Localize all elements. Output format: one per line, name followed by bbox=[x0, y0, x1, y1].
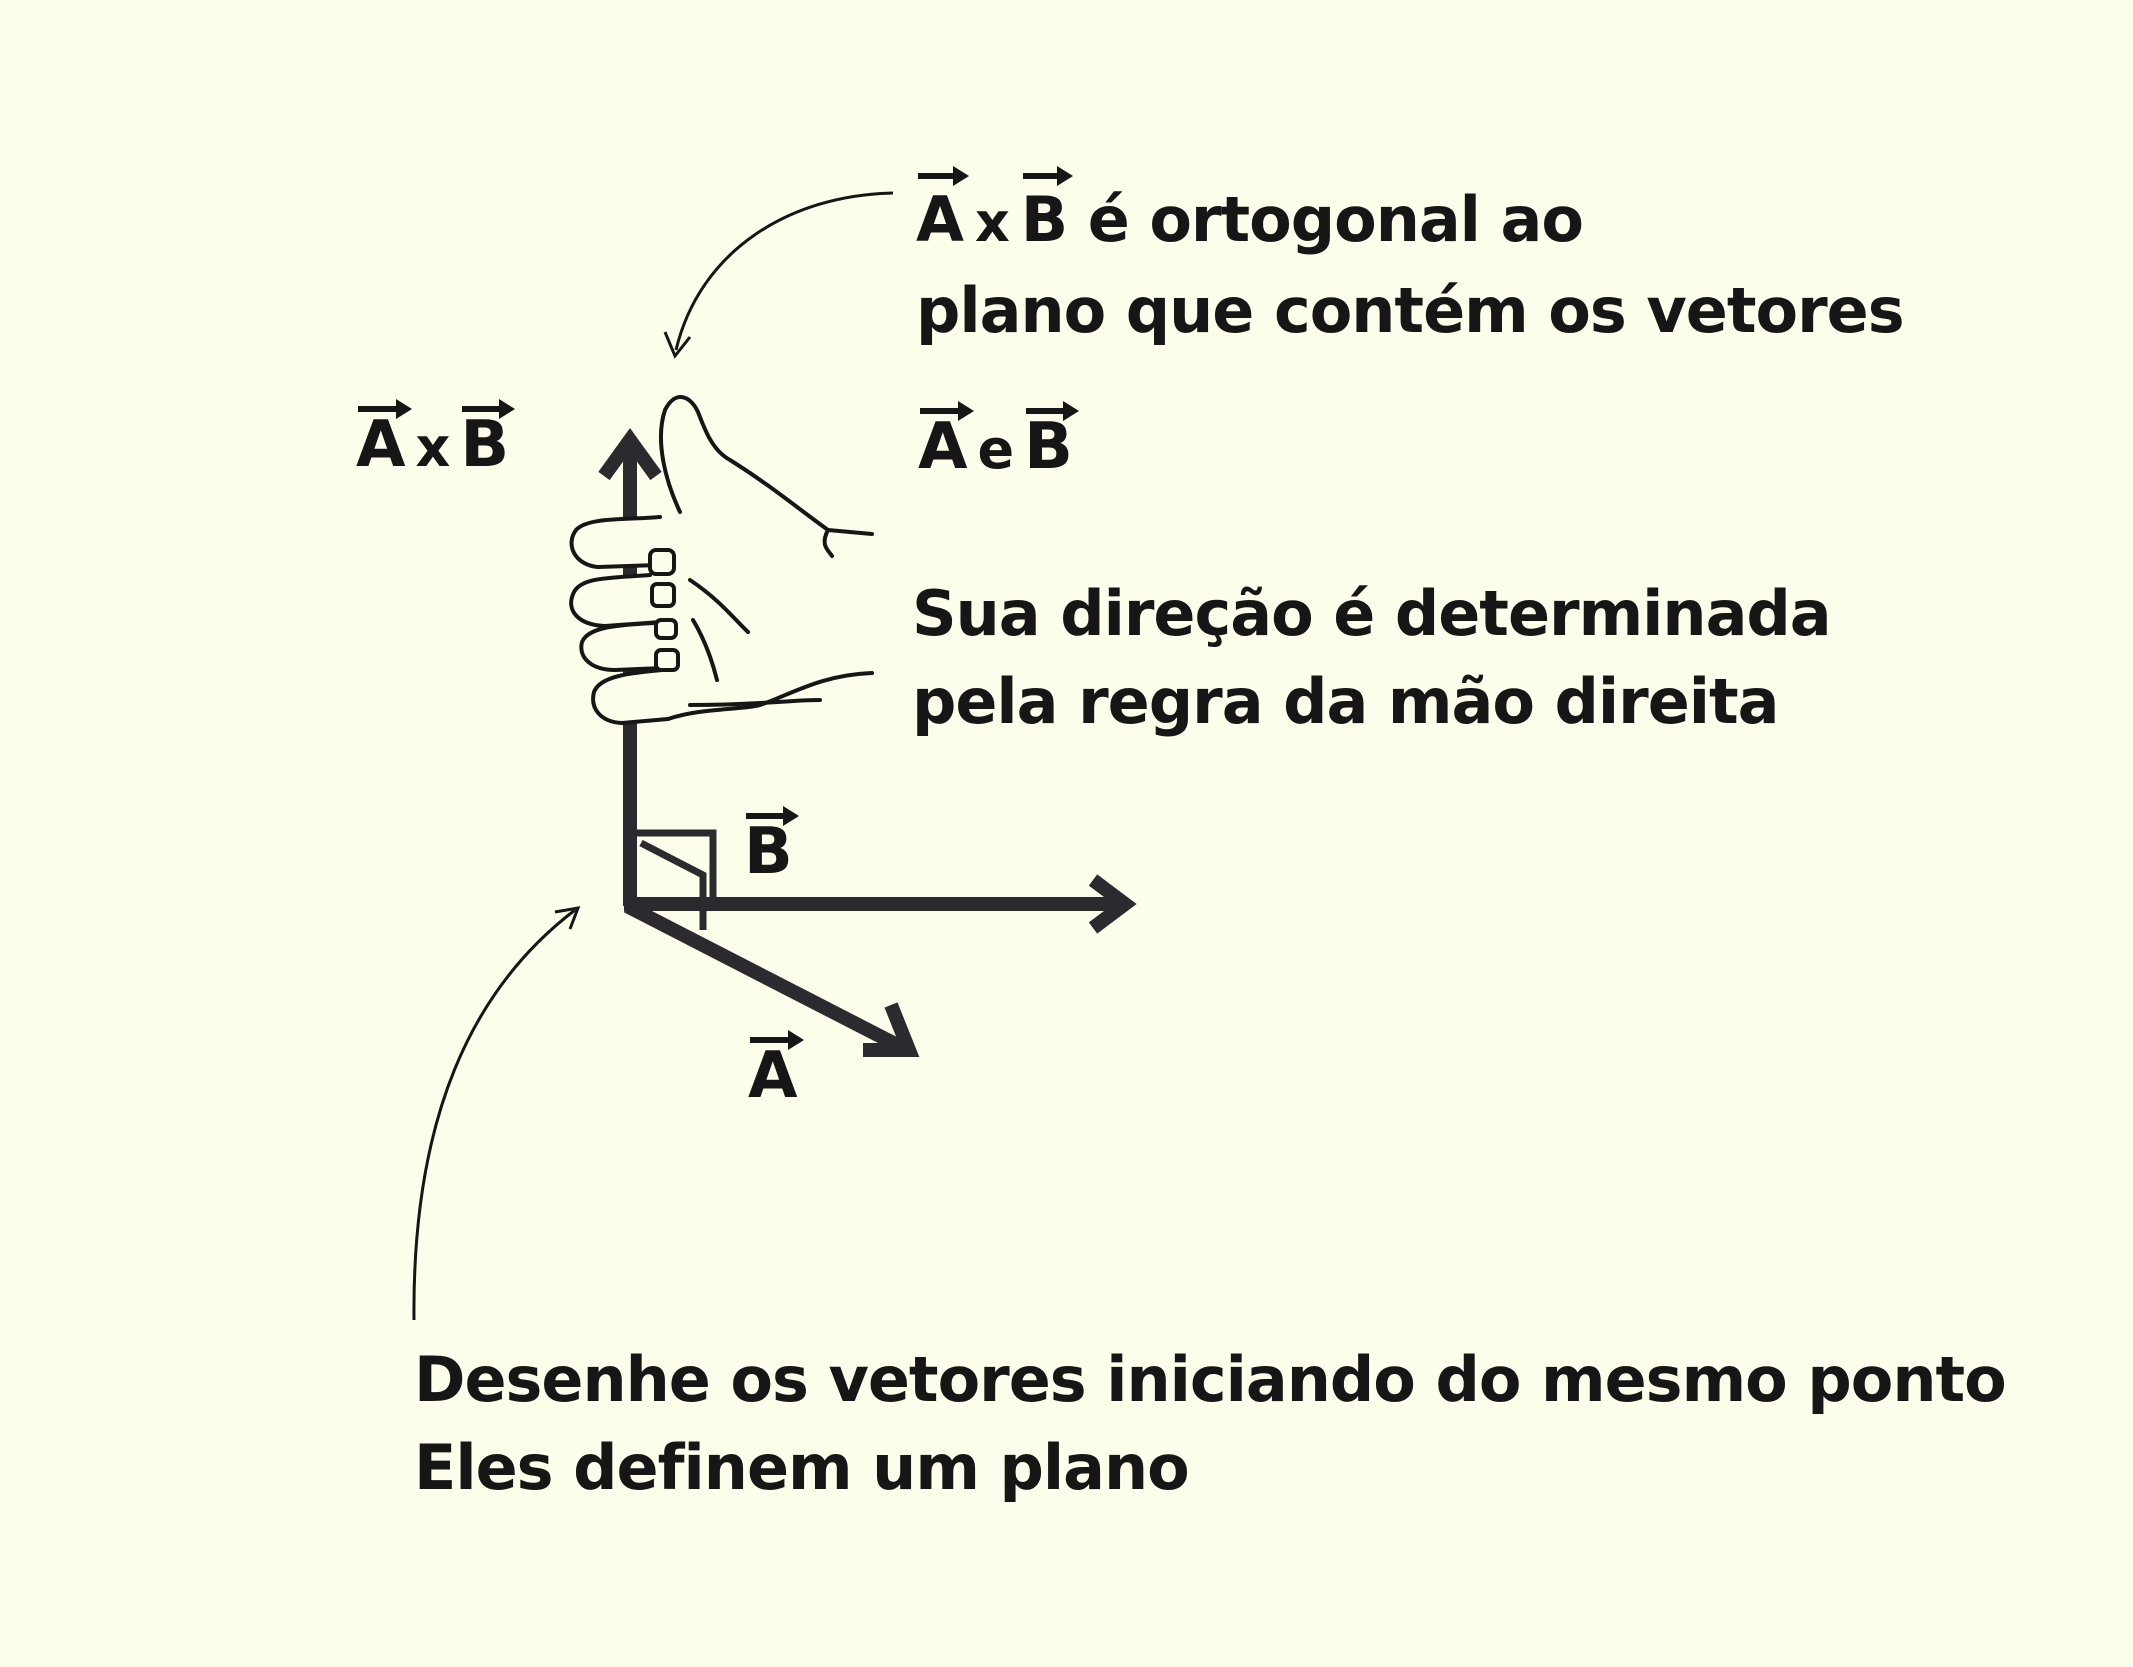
direction-note: Sua direção é determinada pela regra da … bbox=[912, 570, 1832, 746]
origin-note-pointer bbox=[412, 908, 576, 1321]
right-angle-marker bbox=[628, 829, 717, 930]
origin-note-pointer-head bbox=[554, 906, 581, 930]
orthogonal-note-pointer-head bbox=[663, 331, 692, 359]
vector-b-arrowhead bbox=[1088, 874, 1137, 934]
vector-a-shaft bbox=[623, 899, 907, 1055]
orthogonal-note-line-2: plano que contém os vetores bbox=[916, 274, 1905, 347]
origin-note: Desenhe os vetores iniciando do mesmo po… bbox=[414, 1336, 2007, 1512]
vector-b-label: B bbox=[744, 806, 799, 889]
direction-note-line-1: Sua direção é determinada bbox=[912, 577, 1832, 650]
origin-note-line-2: Eles definem um plano bbox=[414, 1431, 1190, 1504]
vector-a-label: A bbox=[748, 1030, 804, 1113]
vector-a-arrowhead bbox=[863, 1002, 920, 1057]
right-hand-icon bbox=[569, 395, 874, 725]
direction-note-line-2: pela regra da mão direita bbox=[912, 665, 1780, 738]
origin-note-line-1: Desenhe os vetores iniciando do mesmo po… bbox=[414, 1343, 2007, 1416]
cross-product-vector-arrowhead bbox=[598, 428, 662, 481]
orthogonal-note-pointer bbox=[674, 191, 894, 351]
